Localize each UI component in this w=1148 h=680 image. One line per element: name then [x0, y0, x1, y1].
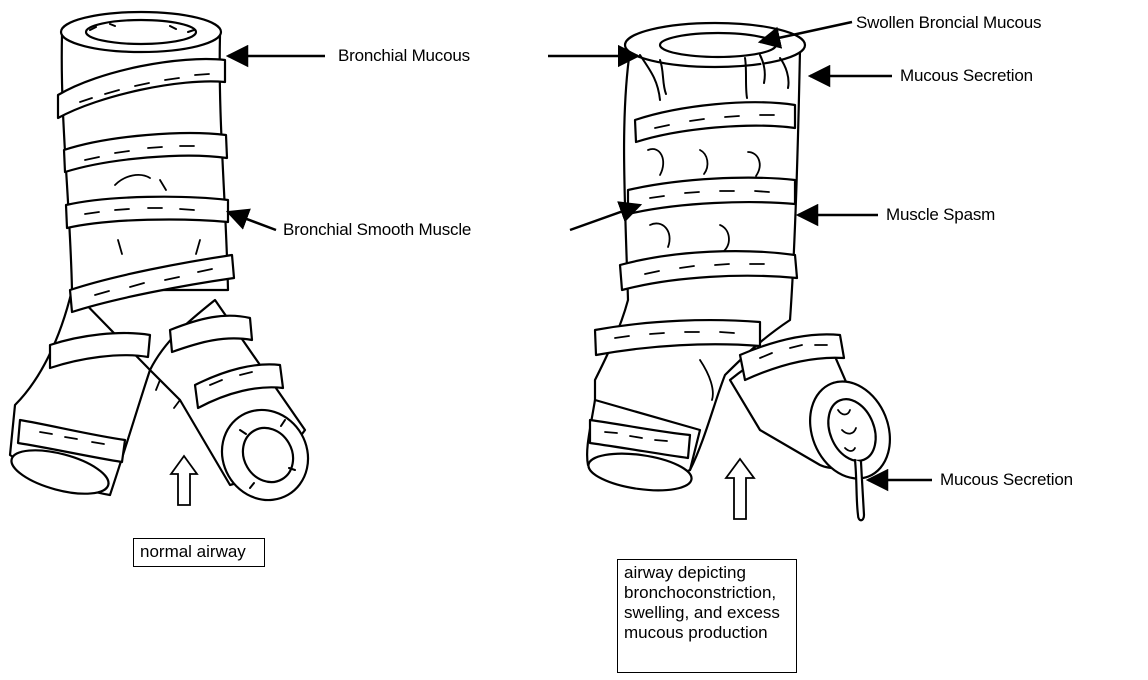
arrow-bronchial-smooth-muscle: [228, 212, 276, 230]
caption-asthma-airway: airway depicting bronchoconstriction, sw…: [617, 559, 797, 673]
up-arrow-asthma: [726, 459, 754, 519]
constricted-airway-drawing: [586, 23, 904, 520]
caption-asthma-line-1: airway depicting: [624, 563, 790, 583]
label-swollen-bronchial-mucous: Swollen Broncial Mucous: [856, 13, 1041, 33]
caption-asthma-line-4: mucous production: [624, 623, 790, 643]
up-arrow-normal: [171, 456, 197, 505]
label-mucous-secretion-top: Mucous Secretion: [900, 66, 1033, 86]
caption-asthma-line-2: bronchoconstriction,: [624, 583, 790, 603]
caption-normal-text: normal airway: [140, 542, 258, 562]
caption-normal-airway: normal airway: [133, 538, 265, 567]
caption-asthma-line-3: swelling, and excess: [624, 603, 790, 623]
label-mucous-secretion-bottom: Mucous Secretion: [940, 470, 1073, 490]
label-bronchial-smooth-muscle: Bronchial Smooth Muscle: [283, 220, 471, 240]
label-muscle-spasm: Muscle Spasm: [886, 205, 995, 225]
normal-airway-drawing: [7, 12, 324, 516]
label-bronchial-mucous: Bronchial Mucous: [338, 46, 470, 66]
